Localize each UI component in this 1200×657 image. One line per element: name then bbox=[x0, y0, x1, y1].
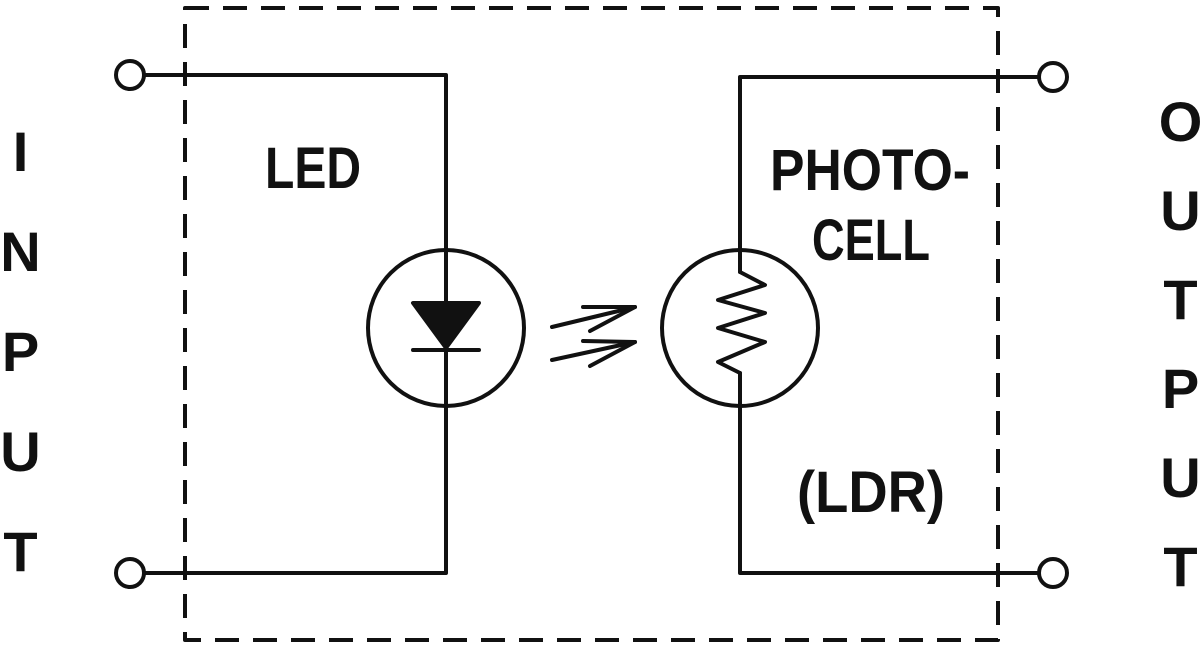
output-terminal-top bbox=[1037, 61, 1069, 93]
input-terminal-top bbox=[114, 59, 146, 91]
output-wire-bottom bbox=[738, 371, 1041, 575]
led-diode-triangle bbox=[411, 301, 481, 350]
led-label: LED bbox=[265, 136, 361, 201]
input-wire-bottom bbox=[142, 404, 448, 575]
input-label: INPUT bbox=[0, 120, 52, 620]
dashed-enclosure bbox=[183, 6, 1000, 642]
light-arrows-icon bbox=[550, 305, 637, 368]
ldr-label: (LDR) bbox=[797, 460, 945, 525]
output-wire-top bbox=[738, 75, 1041, 274]
led-circle bbox=[366, 248, 526, 408]
input-terminal-bottom bbox=[114, 557, 146, 589]
output-label: OUTPUT bbox=[1149, 90, 1200, 624]
input-wire-top bbox=[142, 73, 448, 252]
photocell-label-line2: CELL bbox=[812, 208, 930, 273]
ldr-resistor-zigzag bbox=[716, 248, 767, 408]
photocell-label-line1: PHOTO- bbox=[770, 138, 970, 203]
output-terminal-bottom bbox=[1037, 557, 1069, 589]
